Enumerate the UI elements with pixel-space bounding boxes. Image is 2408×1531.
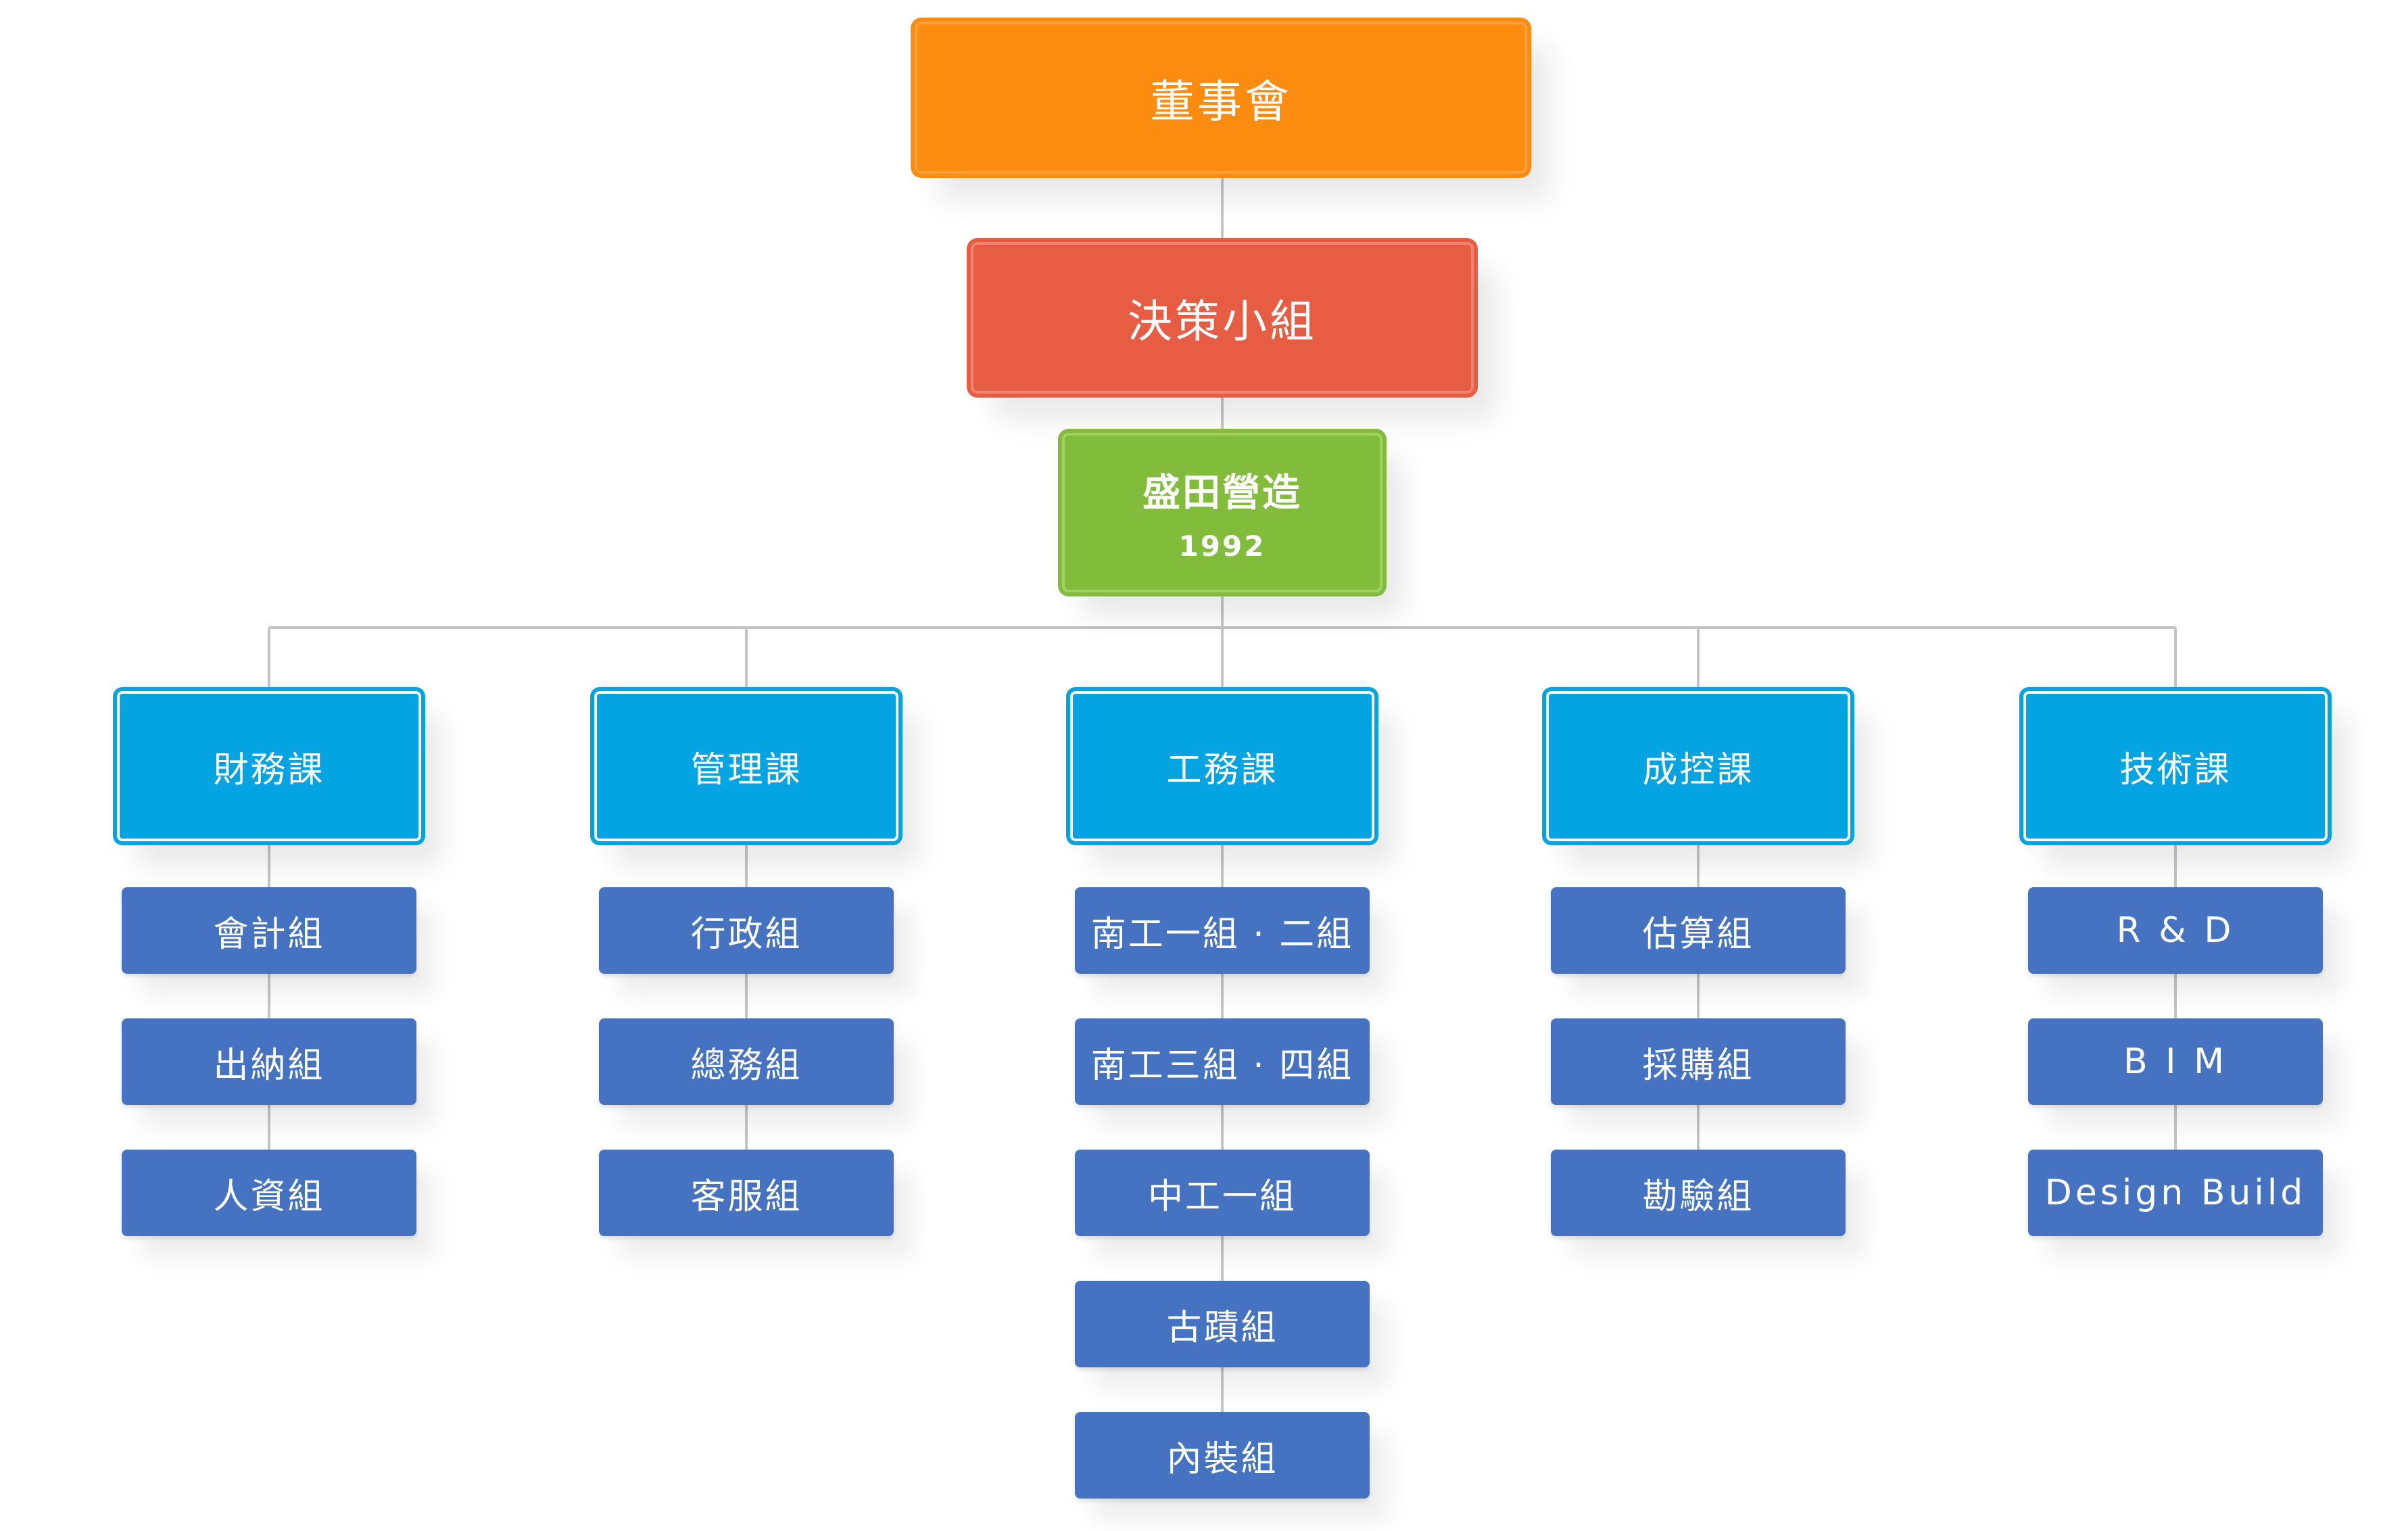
team-heritage: 古蹟組 <box>1075 1281 1370 1367</box>
department-label: 成控課 <box>1642 749 1754 791</box>
team-general-affairs: 總務組 <box>599 1018 894 1105</box>
team-label: R & D <box>2116 910 2235 951</box>
team-human-resources: 人資組 <box>122 1150 416 1236</box>
team-cashier: 出納組 <box>122 1018 416 1105</box>
department-label: 財務課 <box>213 749 325 791</box>
team-label: 會計組 <box>213 914 325 955</box>
team-label: Design Build <box>2044 1173 2307 1213</box>
board-node: 董事會 <box>915 22 1527 174</box>
team-south-1-2: 南工一組 · 二組 <box>1075 887 1370 974</box>
department-label: 技術課 <box>2119 749 2232 791</box>
department-engineering: 工務課 <box>1070 691 1374 841</box>
team-label: 人資組 <box>213 1176 325 1217</box>
decision-group-node: 決策小組 <box>971 242 1474 394</box>
team-r-and-d: R & D <box>2028 887 2323 974</box>
team-label: 客服組 <box>690 1176 802 1217</box>
team-procurement: 採購組 <box>1551 1018 1846 1105</box>
department-management: 管理課 <box>594 691 898 841</box>
company-node: 盛田營造 1992 <box>1062 433 1382 592</box>
team-label: 中工一組 <box>1147 1176 1297 1217</box>
company-founded-year: 1992 <box>1178 529 1266 563</box>
team-label: 出納組 <box>213 1045 325 1086</box>
team-label: 勘驗組 <box>1642 1176 1754 1217</box>
department-label: 工務課 <box>1166 749 1278 791</box>
team-label: 行政組 <box>690 914 802 955</box>
team-label: 南工三組 · 四組 <box>1090 1045 1354 1086</box>
team-label: 總務組 <box>690 1045 802 1086</box>
team-interior: 內裝組 <box>1075 1412 1370 1499</box>
team-south-3-4: 南工三組 · 四組 <box>1075 1018 1370 1105</box>
team-label: 內裝組 <box>1166 1438 1278 1480</box>
department-technology: 技術課 <box>2023 691 2328 841</box>
team-label: B I M <box>2123 1041 2228 1082</box>
board-label: 董事會 <box>1150 75 1292 128</box>
team-label: 南工一組 · 二組 <box>1090 914 1354 955</box>
team-central-1: 中工一組 <box>1075 1150 1370 1236</box>
team-label: 估算組 <box>1642 914 1754 955</box>
decision-group-label: 決策小組 <box>1128 296 1317 348</box>
team-inspection: 勘驗組 <box>1551 1150 1846 1236</box>
company-name: 盛田營造 <box>1142 471 1302 515</box>
team-administration: 行政組 <box>599 887 894 974</box>
department-cost-control: 成控課 <box>1546 691 1850 841</box>
team-estimation: 估算組 <box>1551 887 1846 974</box>
team-accounting: 會計組 <box>122 887 416 974</box>
department-finance: 財務課 <box>117 691 421 841</box>
team-design-build: Design Build <box>2028 1150 2323 1236</box>
team-label: 古蹟組 <box>1166 1307 1278 1348</box>
team-label: 採購組 <box>1642 1045 1754 1086</box>
team-customer-service: 客服組 <box>599 1150 894 1236</box>
department-label: 管理課 <box>690 749 802 791</box>
team-bim: B I M <box>2028 1018 2323 1105</box>
